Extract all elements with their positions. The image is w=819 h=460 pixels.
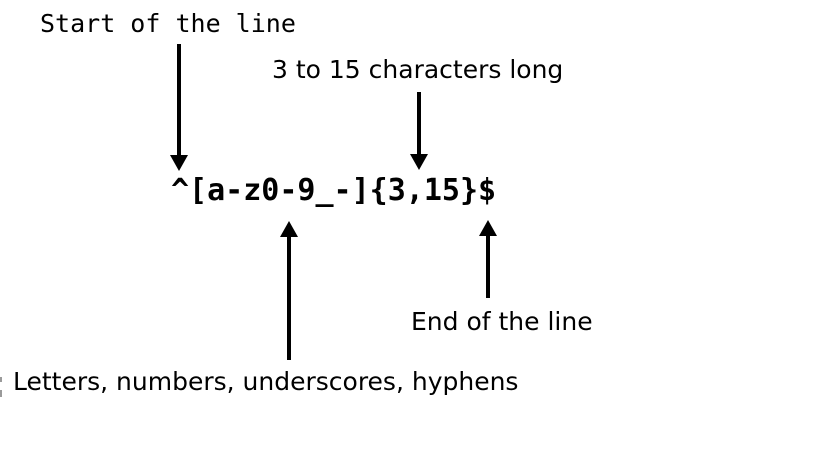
label-length-quantifier: 3 to 15 characters long (272, 55, 564, 84)
arrow-up-icon (280, 221, 298, 237)
label-character-class: Letters, numbers, underscores, hyphens (13, 367, 519, 396)
label-start-of-line: Start of the line (40, 9, 296, 38)
arrow-down-icon (170, 155, 188, 171)
arrow-start-anchor-shaft (177, 44, 181, 156)
left-edge-artifact (0, 390, 2, 397)
arrow-end-anchor-shaft (486, 235, 490, 298)
arrow-down-icon (410, 154, 428, 170)
arrow-quantifier-shaft (417, 92, 421, 155)
left-edge-artifact (0, 377, 2, 382)
arrow-up-icon (479, 220, 497, 236)
label-end-of-line: End of the line (411, 307, 593, 336)
regex-pattern: ^[a-z0-9_-]{3,15}$ (171, 173, 497, 208)
arrow-character-class-shaft (287, 236, 291, 360)
